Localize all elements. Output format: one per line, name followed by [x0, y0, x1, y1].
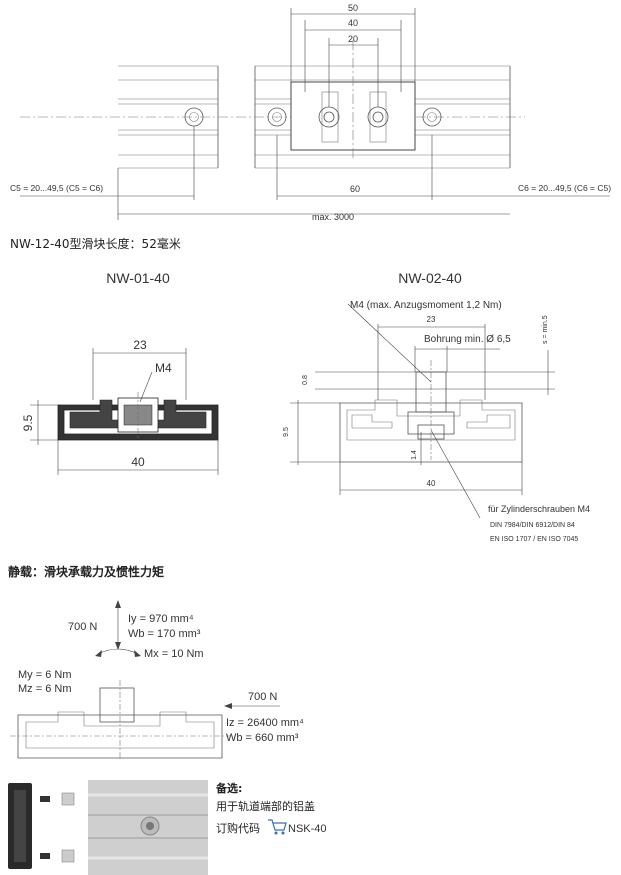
load-section-drawing	[10, 680, 230, 760]
nw02-dim-0-8: 0.8	[302, 375, 309, 385]
nw02-title: NW-02-40	[398, 270, 462, 286]
nw02-dim-1-4: 1.4	[411, 450, 418, 460]
moment-my: My = 6 Nm	[18, 669, 71, 681]
nw01-title: NW-01-40	[106, 270, 170, 286]
order-code-link[interactable]: NSK-40	[288, 823, 327, 835]
order-code-label: 订购代码	[216, 821, 260, 835]
inertia-iz: Iz = 26400 mm⁴	[226, 717, 304, 729]
nw02-dim-s-min: s = min.5	[542, 315, 549, 344]
end-cap-photos	[8, 780, 208, 875]
nw01-section-drawing	[57, 392, 219, 441]
load-700n-horizontal: 700 N	[248, 691, 277, 703]
dim-60: 60	[350, 184, 360, 194]
cart-icon[interactable]	[268, 819, 287, 835]
nw02-label-m4-torque: M4 (max. Anzugsmoment 1,2 Nm)	[350, 300, 502, 311]
nw01-dim-40: 40	[131, 455, 145, 469]
option-title: 备选:	[215, 781, 242, 795]
top-dimensions	[20, 8, 610, 220]
dim-c5: C5 = 20...49,5 (C5 = C6)	[10, 183, 103, 193]
dim-50: 50	[348, 3, 358, 13]
load-arrows	[95, 600, 280, 709]
nw01-dim-9-5: 9.5	[21, 414, 35, 431]
nw01-dim-23: 23	[133, 338, 147, 352]
dim-40: 40	[348, 18, 358, 28]
moment-mx: Mx = 10 Nm	[144, 648, 204, 660]
nw02-din-standards: DIN 7984/DIN 6912/DIN 84	[490, 522, 575, 529]
dim-max-length: max. 3000	[312, 212, 354, 222]
nw01-label-m4: M4	[155, 361, 172, 375]
nw02-iso-standards: EN ISO 1707 / EN ISO 7045	[490, 536, 578, 543]
nw01-dimensions	[30, 348, 219, 475]
option-description: 用于轨道端部的铝盖	[216, 799, 315, 813]
static-load-title: 静载：滑块承载力及惯性力矩	[8, 564, 164, 579]
section-modulus-wb1: Wb = 170 mm³	[128, 628, 201, 640]
nw02-label-bore: Bohrung min. Ø 6,5	[424, 334, 511, 345]
load-700n-vertical: 700 N	[68, 621, 97, 633]
nw02-dim-9-5: 9.5	[283, 427, 290, 437]
moment-mz: Mz = 6 Nm	[18, 683, 71, 695]
dim-c6: C6 = 20...49,5 (C6 = C5)	[518, 183, 611, 193]
nw02-section-drawing	[339, 360, 523, 463]
slider-length-note: NW-12-40型滑块长度：52毫米	[10, 236, 181, 251]
nw02-dim-23: 23	[427, 315, 436, 324]
inertia-iy: Iy = 970 mm⁴	[128, 613, 194, 625]
nw02-dim-40: 40	[427, 479, 436, 488]
section-modulus-wb2: Wb = 660 mm³	[226, 732, 299, 744]
dim-20: 20	[348, 34, 358, 44]
rail-top-view	[20, 40, 525, 169]
nw02-dimensions	[290, 303, 555, 519]
nw02-screw-note: für Zylinderschrauben M4	[488, 504, 590, 514]
